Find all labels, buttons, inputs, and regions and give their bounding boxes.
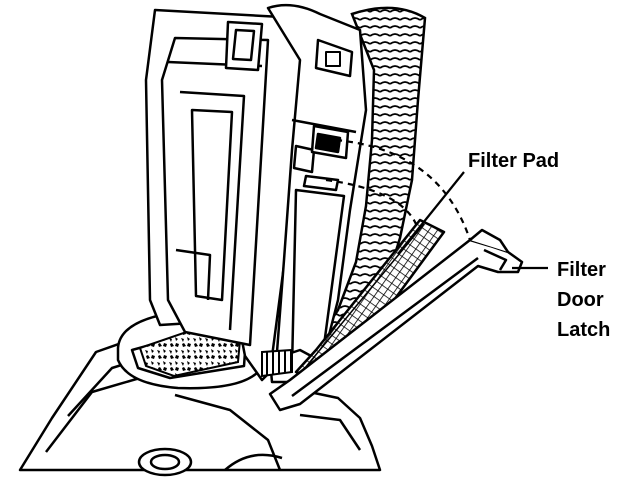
leader-lines — [397, 171, 548, 270]
exhaust-grille — [261, 348, 293, 378]
hose — [310, 6, 427, 364]
dashed-guide-lines — [325, 138, 472, 241]
filter-pad-label: Filter Pad — [468, 150, 559, 172]
vacuum-base — [18, 331, 382, 477]
canister-body — [144, 8, 316, 382]
filter-door-latch-label-line3: Latch — [557, 319, 610, 341]
filter-door-latch-label-line2: Door — [557, 289, 604, 311]
filter-pad-leader — [397, 171, 465, 255]
filter-door-latch-label-line1: Filter — [557, 259, 606, 281]
